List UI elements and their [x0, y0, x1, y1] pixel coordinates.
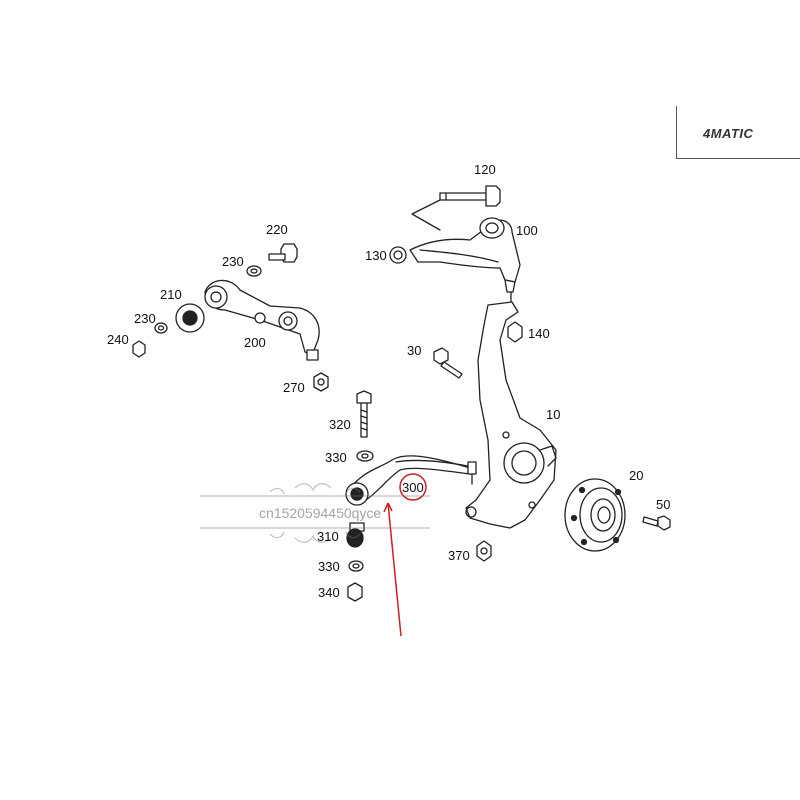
4matic-badge: 4MATIC: [676, 106, 800, 159]
lower-arm-200: [204, 279, 320, 361]
watermark-ornament: [200, 483, 430, 543]
washer-330-upper: [356, 450, 374, 462]
highlight-arrow: [387, 502, 402, 637]
callout-230-top: 230: [222, 254, 244, 269]
bolt-30: [433, 347, 463, 379]
callout-140: 140: [528, 326, 550, 341]
callout-300: 300: [402, 480, 424, 495]
upper-control-arm-100: [409, 217, 521, 303]
callout-30: 30: [407, 343, 422, 358]
callout-330-upper: 330: [325, 450, 347, 465]
callout-130: 130: [365, 248, 387, 263]
4matic-badge-text: 4MATIC: [703, 126, 754, 141]
callout-330-lower: 330: [318, 559, 340, 574]
callout-20: 20: [629, 468, 644, 483]
callout-10: 10: [546, 407, 561, 422]
leader-120: [411, 199, 441, 231]
callout-200: 200: [244, 335, 266, 350]
highlight-circle: [399, 473, 427, 501]
callout-240: 240: [107, 332, 129, 347]
bolt-50: [642, 515, 671, 531]
nut-140: [507, 321, 523, 343]
callout-370: 370: [448, 548, 470, 563]
callout-270: 270: [283, 380, 305, 395]
washer-330-lower: [348, 560, 364, 572]
lower-control-arm-300: [345, 455, 477, 506]
nut-240: [132, 340, 146, 358]
wheel-hub-20: [564, 478, 626, 552]
callout-210: 210: [160, 287, 182, 302]
watermark-text: cn1520594450qyce: [259, 505, 382, 521]
callout-100: 100: [516, 223, 538, 238]
callout-340: 340: [318, 585, 340, 600]
callout-320: 320: [329, 417, 351, 432]
callout-310: 310: [317, 529, 339, 544]
bolt-220: [268, 243, 298, 263]
callout-120: 120: [474, 162, 496, 177]
bushing-310: [346, 522, 365, 548]
washer-230-top: [246, 265, 262, 277]
callout-50: 50: [656, 497, 671, 512]
callout-230-left: 230: [134, 311, 156, 326]
washer-230-left: [154, 322, 168, 334]
steering-knuckle-10: [465, 301, 557, 529]
nut-270: [313, 372, 329, 392]
callout-220: 220: [266, 222, 288, 237]
nut-370: [476, 540, 492, 562]
highlight-arrowhead: [383, 502, 393, 513]
nut-130: [389, 246, 407, 264]
nut-340: [347, 582, 363, 602]
bolt-120: [439, 185, 501, 207]
bolt-320: [356, 390, 372, 438]
highlight-annotation: [383, 473, 427, 637]
bushing-210: [175, 303, 205, 333]
